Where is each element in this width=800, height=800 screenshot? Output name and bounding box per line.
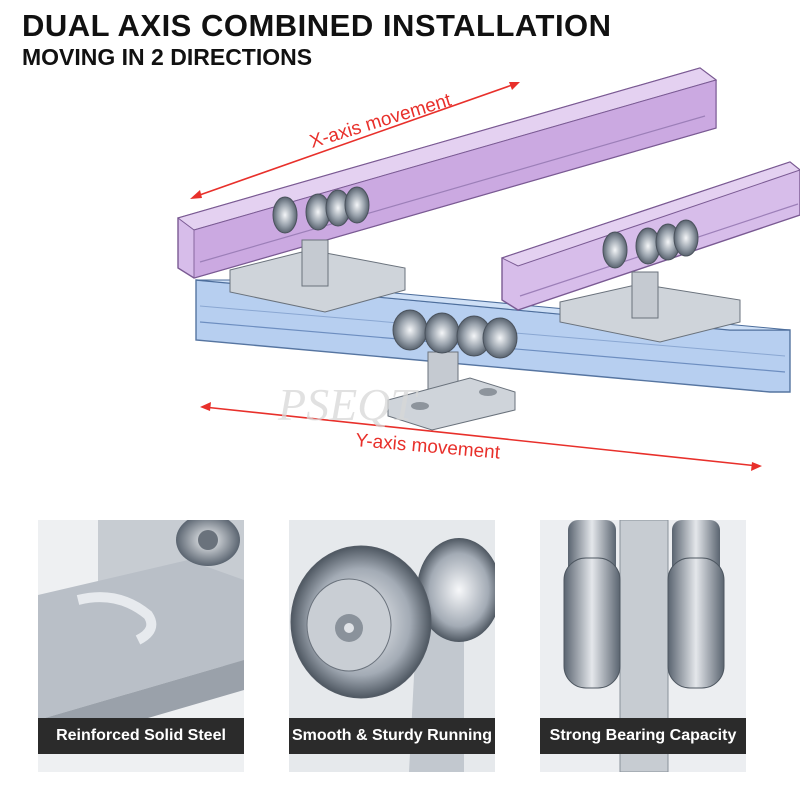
bracket-upper bbox=[229, 239, 406, 313]
watermark: PSEQT bbox=[277, 379, 419, 430]
wheel-set-right bbox=[602, 219, 699, 269]
feature-caption-bearing-capacity: Strong Bearing Capacity bbox=[540, 718, 746, 754]
x-axis-label: X-axis movement bbox=[307, 90, 454, 153]
page-subtitle: MOVING IN 2 DIRECTIONS bbox=[22, 44, 313, 70]
y-axis-arrow bbox=[200, 402, 762, 471]
bracket-lower bbox=[387, 351, 516, 431]
wheel-set-upper bbox=[272, 186, 370, 234]
x-axis-arrow bbox=[190, 82, 520, 199]
feature-caption-smooth-running: Smooth & Sturdy Running bbox=[289, 718, 495, 754]
dual-axis-diagram: X-axis movement Y-axis movement PSEQT bbox=[176, 67, 800, 471]
bracket-right bbox=[559, 271, 741, 343]
feature-photo-smooth-running: Smooth & Sturdy Running bbox=[289, 520, 495, 772]
y-axis-label: Y-axis movement bbox=[355, 430, 502, 464]
wheel-set-lower bbox=[392, 309, 518, 359]
feature-photo-bearing-capacity: Strong Bearing Capacity bbox=[540, 520, 746, 772]
feature-caption-solid-steel: Reinforced Solid Steel bbox=[38, 718, 244, 754]
feature-photo-solid-steel: Reinforced Solid Steel bbox=[38, 520, 244, 772]
page-title: DUAL AXIS COMBINED INSTALLATION bbox=[22, 8, 612, 43]
